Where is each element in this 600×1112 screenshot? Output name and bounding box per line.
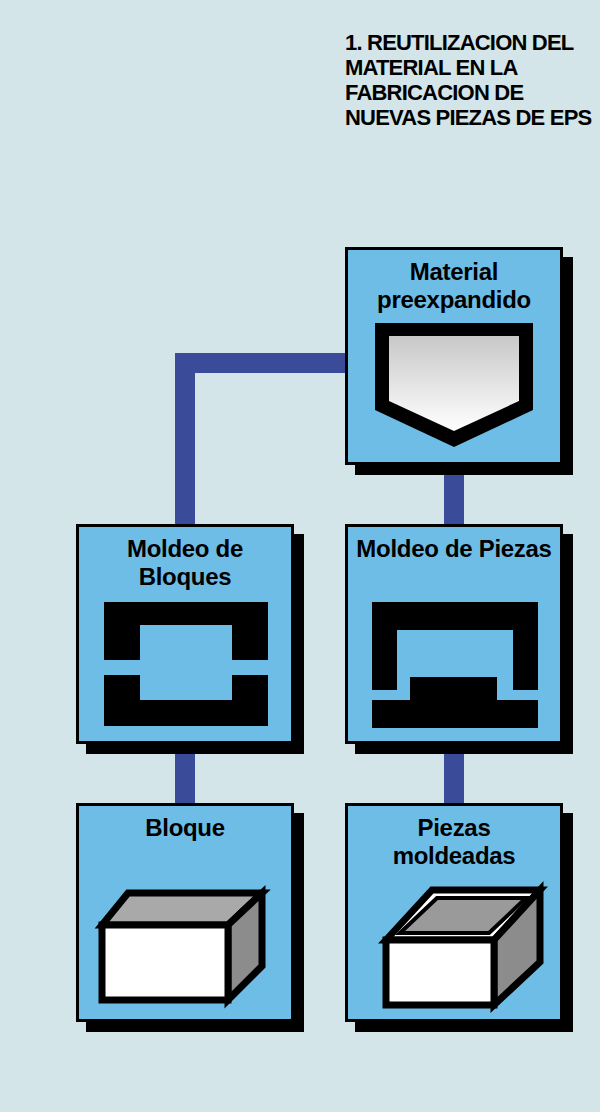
process-box: Piezas moldeadas — [345, 803, 563, 1022]
box-label: Piezas moldeadas — [348, 814, 560, 870]
connector-line — [444, 744, 464, 803]
diagram-title: 1. REUTILIZACION DEL MATERIAL EN LA FABR… — [345, 30, 595, 130]
connector-line — [175, 744, 195, 803]
process-box: Bloque — [76, 803, 294, 1022]
connector-line — [444, 465, 464, 524]
box-label: Material preexpandido — [348, 258, 560, 314]
box-label: Moldeo de Piezas — [348, 535, 560, 563]
process-box: Moldeo de Piezas — [345, 524, 563, 744]
box-label: Bloque — [79, 814, 291, 842]
process-box: Moldeo de Bloques — [76, 524, 294, 744]
connector-line — [185, 363, 345, 524]
process-box: Material preexpandido — [345, 247, 563, 465]
box-label: Moldeo de Bloques — [79, 535, 291, 591]
